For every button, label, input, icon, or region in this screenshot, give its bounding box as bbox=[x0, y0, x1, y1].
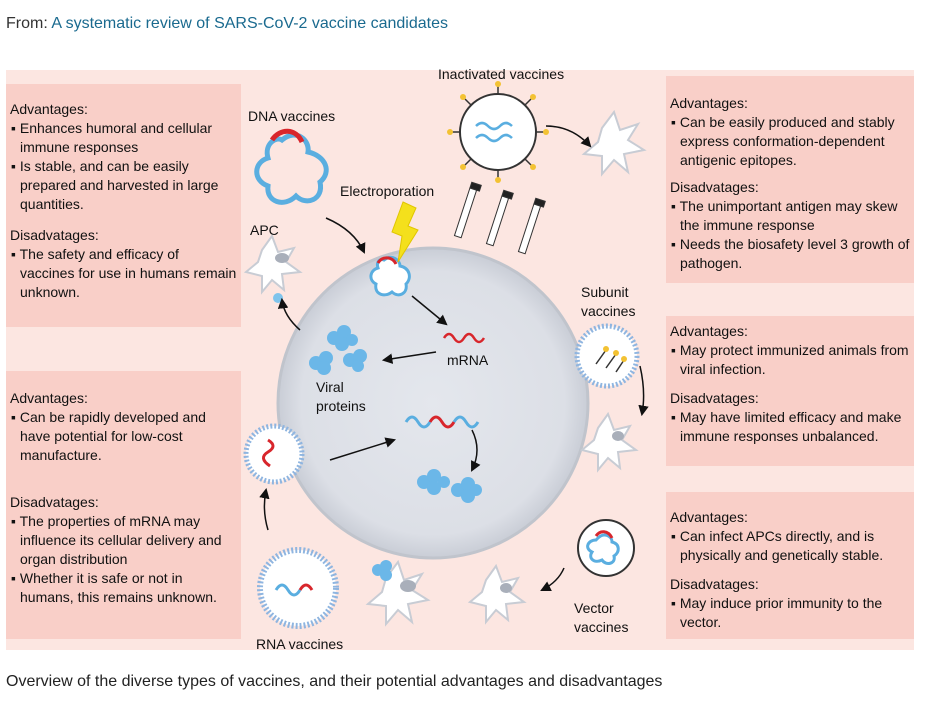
lipid-nanoparticle-icon bbox=[574, 323, 640, 389]
viral-protein-icon bbox=[309, 325, 482, 581]
vaccine-diagram bbox=[243, 81, 649, 629]
rna-vaccines-label: RNA vaccines bbox=[256, 636, 344, 652]
mrna-strand bbox=[404, 415, 432, 429]
plasmid-inside-icon bbox=[369, 256, 411, 297]
subunit-advantage-item: ▪ May protect immunized animals from vir… bbox=[671, 342, 909, 377]
rna-advantages-heading: Advantages: bbox=[10, 390, 88, 406]
subunit-advantages-heading: Advantages: bbox=[670, 323, 748, 339]
figure-area: Advantages: ▪ Enhances humoral and cellu… bbox=[6, 66, 914, 652]
electroporation-label: Electroporation bbox=[340, 183, 435, 199]
mrna-label: mRNA bbox=[447, 352, 489, 368]
lightning-bolt-icon bbox=[391, 201, 419, 263]
vector-advantage-item: ▪ Can infect APCs directly, and is physi… bbox=[671, 528, 884, 563]
rna-vaccine-panel: Advantages: ▪ Can be rapidly developed a… bbox=[6, 371, 241, 639]
vector-vaccines-label: Vector vaccines bbox=[574, 600, 629, 635]
vector-vaccine-panel: Advantages: ▪ Can infect APCs directly, … bbox=[666, 492, 914, 639]
vector-virus-icon bbox=[577, 519, 635, 577]
inactivated-disadvantage-item: ▪ Needs the biosafety level 3 growth of … bbox=[671, 236, 910, 271]
dna-disadvantages-heading: Disadvatages: bbox=[10, 227, 99, 243]
dna-advantage-item: ▪ Enhances humoral and cellular immune r… bbox=[11, 120, 213, 155]
inactivated-disadvantages-heading: Disadvatages: bbox=[670, 179, 759, 195]
dna-vaccine-panel: Advantages: ▪ Enhances humoral and cellu… bbox=[6, 84, 241, 327]
inactivated-advantage-item: ▪ Can be easily produced and stably expr… bbox=[671, 114, 895, 168]
subunit-vaccines-label: Subunit vaccines bbox=[581, 284, 636, 319]
inactivated-vaccines-label: Inactivated vaccines bbox=[438, 66, 565, 82]
mrna-strand bbox=[442, 332, 486, 344]
source-line: From: A systematic review of SARS-CoV-2 … bbox=[6, 15, 448, 33]
subunit-vaccine-panel: Advantages: ▪ May protect immunized anim… bbox=[666, 316, 914, 466]
vector-advantages-heading: Advantages: bbox=[670, 509, 748, 525]
process-arrows bbox=[259, 125, 649, 591]
rna-disadvantage-item: ▪ The properties of mRNA may influence i… bbox=[11, 513, 222, 567]
apc-cell-icon bbox=[243, 109, 647, 627]
article-link[interactable]: A systematic review of SARS-CoV-2 vaccin… bbox=[51, 15, 448, 32]
rna-disadvantage-item: ▪ Whether it is safe or not in humans, t… bbox=[11, 570, 217, 605]
host-cell bbox=[276, 246, 590, 560]
apc-label: APC bbox=[250, 222, 279, 238]
rna-advantage-item: ▪ Can be rapidly developed and have pote… bbox=[11, 409, 206, 463]
subunit-disadvantage-item: ▪ May have limited efficacy and make imm… bbox=[671, 409, 902, 444]
inactivated-disadvantage-item: ▪ The unimportant antigen may skew the i… bbox=[671, 198, 898, 233]
plasmid-icon bbox=[254, 128, 329, 205]
rna-disadvantages-heading: Disadvatages: bbox=[10, 494, 99, 510]
viral-proteins-label: Viral proteins bbox=[316, 379, 366, 414]
rna-nanoparticle-icon bbox=[243, 423, 339, 629]
inactivated-advantages-heading: Advantages: bbox=[670, 95, 748, 111]
vector-disadvantages-heading: Disadvatages: bbox=[670, 576, 759, 592]
virus-icon bbox=[447, 81, 549, 183]
dna-advantages-heading: Advantages: bbox=[10, 101, 88, 117]
dna-disadvantage-item: ▪ The safety and efficacy of vaccines fo… bbox=[11, 246, 237, 300]
figure-caption: Overview of the diverse types of vaccine… bbox=[6, 673, 663, 690]
syringe-icon bbox=[453, 181, 546, 255]
vector-disadvantage-item: ▪ May induce prior immunity to the vecto… bbox=[671, 595, 883, 630]
from-label: From: bbox=[6, 15, 48, 32]
inactivated-vaccine-panel: Advantages: ▪ Can be easily produced and… bbox=[666, 76, 914, 283]
dna-vaccines-label: DNA vaccines bbox=[248, 108, 336, 124]
dna-advantage-item: ▪ Is stable, and can be easily prepared … bbox=[11, 158, 219, 212]
subunit-disadvantages-heading: Disadvatages: bbox=[670, 390, 759, 406]
